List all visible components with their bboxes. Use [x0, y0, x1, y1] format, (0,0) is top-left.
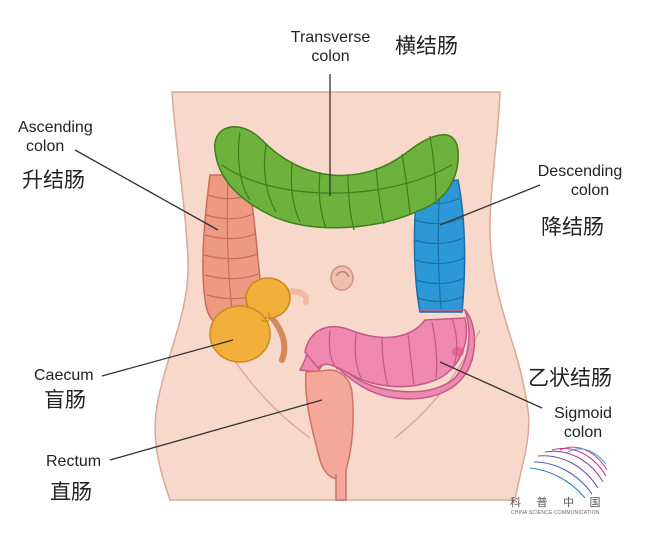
label-ascending-colon: Ascending colon	[18, 118, 108, 156]
label-rectum: Rectum	[46, 453, 102, 470]
label-caecum-zh: 盲肠	[44, 388, 86, 412]
label-sigmoid-line2: colon	[563, 424, 603, 441]
navel	[330, 265, 354, 291]
sigmoid-colon	[298, 309, 476, 400]
label-descending-colon: Descending colon	[528, 162, 632, 200]
leader-lines	[74, 74, 543, 461]
caecum	[209, 277, 291, 363]
transverse-colon	[214, 126, 459, 231]
leader-sigmoid	[439, 361, 543, 409]
descending-colon	[413, 179, 466, 313]
label-sigmoid-colon: Sigmoid colon	[548, 404, 618, 442]
logo-mark	[529, 446, 608, 499]
label-transverse-line1: Transverse	[290, 29, 371, 46]
leader-ascending	[74, 149, 219, 231]
navel-inner	[335, 270, 350, 278]
leader-caecum	[101, 339, 234, 377]
label-sigmoid-zh: 乙状结肠	[528, 366, 612, 390]
leader-descending	[439, 184, 541, 226]
logo-subtitle: CHINA SCIENCE COMMUNICATION	[511, 510, 600, 516]
label-descending-line1: Descending	[537, 163, 623, 180]
label-transverse-zh: 横结肠	[395, 34, 458, 58]
label-ascending-line1: Ascending	[18, 119, 93, 136]
label-ascending-zh: 升结肠	[22, 168, 85, 192]
label-descending-line2: colon	[570, 182, 610, 199]
label-caecum: Caecum	[34, 367, 94, 384]
label-ascending-line2: colon	[26, 138, 65, 155]
appendix	[269, 315, 288, 363]
leader-rectum	[109, 399, 323, 461]
rectum	[304, 369, 354, 501]
label-sigmoid-line1: Sigmoid	[554, 405, 612, 422]
label-transverse-line2: colon	[311, 48, 350, 65]
label-transverse-colon: Transverse colon	[283, 28, 378, 66]
label-rectum-zh: 直肠	[50, 480, 92, 504]
appendix-tail	[285, 288, 310, 305]
logo-title: 科 普 中 国	[510, 496, 607, 509]
label-descending-zh: 降结肠	[541, 215, 604, 239]
